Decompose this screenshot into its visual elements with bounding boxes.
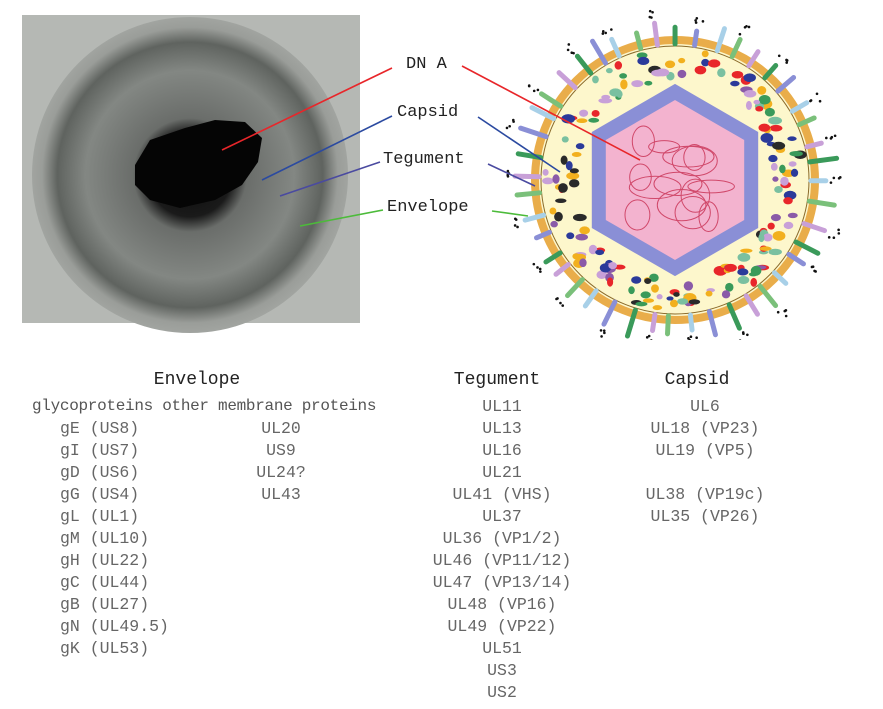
protein-item: UL43 xyxy=(261,485,301,504)
protein-item: UL16 xyxy=(482,441,522,460)
protein-item: gE (US8) xyxy=(60,419,140,438)
protein-item: UL41 (VHS) xyxy=(452,485,552,504)
protein-item: gC (UL44) xyxy=(60,573,150,592)
protein-item: gK (UL53) xyxy=(60,639,150,658)
protein-item: UL51 xyxy=(482,639,522,658)
label-tegument: Tegument xyxy=(383,150,465,169)
protein-item: UL6 xyxy=(690,397,720,416)
protein-item: US2 xyxy=(487,683,517,702)
tegument-heading: Tegument xyxy=(453,370,541,390)
protein-item xyxy=(646,462,765,484)
protein-item: US3 xyxy=(487,661,517,680)
protein-item: US9 xyxy=(266,441,296,460)
protein-item: gM (UL10) xyxy=(60,529,150,548)
protein-item: gD (US6) xyxy=(60,463,140,482)
electron-micrograph xyxy=(22,15,360,333)
protein-item: UL36 (VP1/2) xyxy=(442,529,562,548)
label-capsid: Capsid xyxy=(397,103,459,122)
label-envelope: Envelope xyxy=(387,198,469,217)
virion-figure xyxy=(22,9,842,340)
protein-item: gH (UL22) xyxy=(60,551,150,570)
protein-item: gB (UL27) xyxy=(60,595,150,614)
protein-item: UL24? xyxy=(256,463,306,482)
protein-item: UL18 (VP23) xyxy=(650,419,760,438)
protein-item: UL35 (VP26) xyxy=(650,507,760,526)
protein-item: UL46 (VP11/12) xyxy=(432,551,572,570)
protein-item: UL21 xyxy=(482,463,522,482)
protein-item: UL20 xyxy=(261,419,301,438)
protein-item: gL (UL1) xyxy=(60,507,140,526)
label-dna: DN A xyxy=(406,55,447,74)
virion-schematic xyxy=(505,9,842,340)
label-lines xyxy=(221,65,641,227)
protein-item: UL19 (VP5) xyxy=(655,441,755,460)
protein-item: UL47 (VP13/14) xyxy=(432,573,572,592)
envelope-heading: Envelope xyxy=(153,370,241,390)
capsid-heading: Capsid xyxy=(664,370,730,390)
protein-item: UL11 xyxy=(482,397,522,416)
protein-item: UL38 (VP19c) xyxy=(645,485,765,504)
protein-item: UL49 (VP22) xyxy=(447,617,557,636)
protein-item: UL48 (VP16) xyxy=(447,595,557,614)
glycoprotein-list: gE (US8) gI (US7) gD (US6) gG (US4) gL (UL1)… xyxy=(60,418,169,660)
protein-item: UL37 xyxy=(482,507,522,526)
protein-item: gN (UL49.5) xyxy=(60,617,169,636)
protein-item: UL13 xyxy=(482,419,522,438)
protein-item: gG (US4) xyxy=(60,485,140,504)
envelope-subheader: glycoproteins other membrane proteins xyxy=(32,397,377,415)
protein-item: gI (US7) xyxy=(60,441,140,460)
